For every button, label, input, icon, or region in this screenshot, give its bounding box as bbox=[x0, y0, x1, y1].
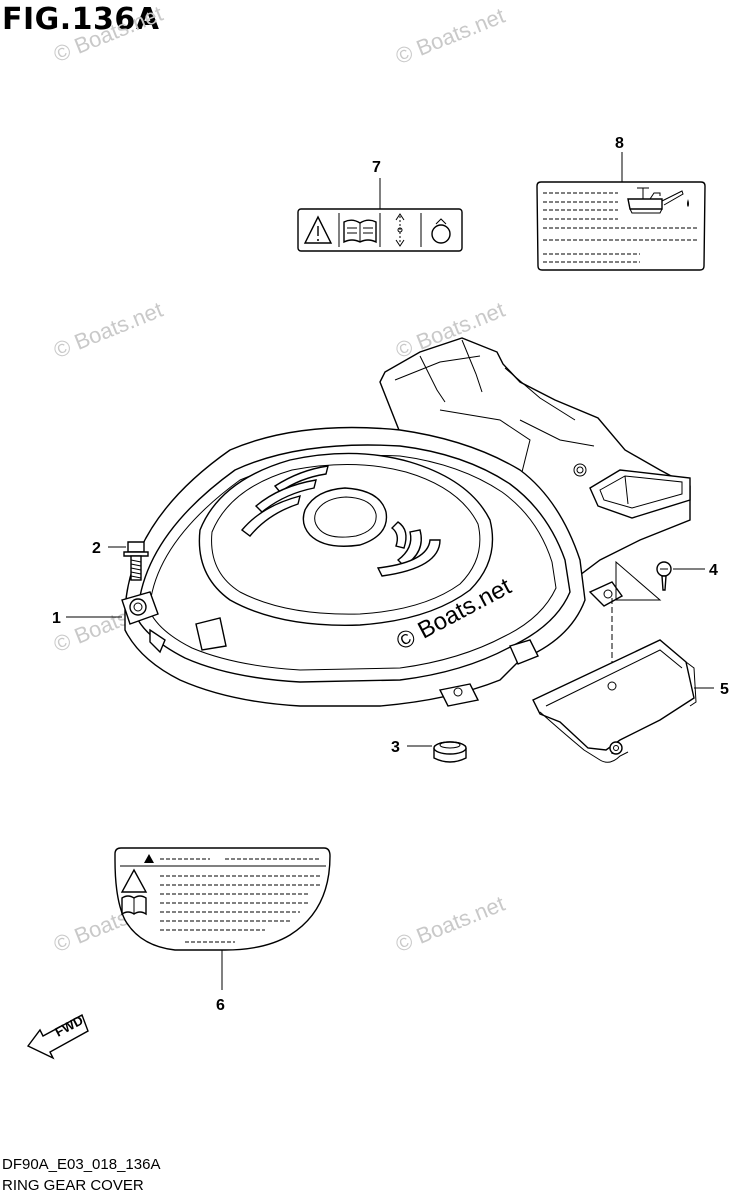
warning-triangle-icon bbox=[120, 868, 148, 893]
rotation-icon bbox=[431, 218, 451, 244]
manual-book-icon bbox=[121, 895, 147, 916]
manual-book-icon bbox=[343, 219, 377, 244]
fwd-direction-arrow: FWD bbox=[26, 1013, 89, 1060]
callout-7: 7 bbox=[372, 159, 381, 176]
screw-4[interactable] bbox=[656, 561, 672, 591]
callout-6: 6 bbox=[216, 997, 225, 1014]
label-8-oil[interactable] bbox=[536, 181, 706, 271]
figure-code: DF90A_E03_018_136A bbox=[2, 1156, 161, 1173]
oil-can-icon bbox=[627, 187, 689, 214]
callout-1: 1 bbox=[52, 610, 61, 627]
warning-triangle-icon bbox=[303, 215, 333, 244]
figure-title: FIG.136A bbox=[2, 2, 160, 37]
callout-2: 2 bbox=[92, 540, 101, 557]
figure-name: RING GEAR COVER bbox=[2, 1177, 144, 1194]
label-6-caution[interactable] bbox=[114, 847, 331, 951]
callout-3: 3 bbox=[391, 739, 400, 756]
shield-plate-5[interactable] bbox=[532, 639, 697, 763]
warning-triangle-icon bbox=[144, 854, 154, 863]
grommet-3[interactable] bbox=[433, 741, 467, 763]
tilt-arrow-icon bbox=[395, 213, 405, 247]
label-7-pictogram[interactable] bbox=[297, 208, 463, 252]
callout-8: 8 bbox=[615, 135, 624, 152]
bolt-2[interactable] bbox=[123, 541, 149, 581]
callout-5: 5 bbox=[720, 681, 729, 698]
callout-4: 4 bbox=[709, 562, 718, 579]
ring-gear-cover[interactable] bbox=[121, 337, 691, 707]
